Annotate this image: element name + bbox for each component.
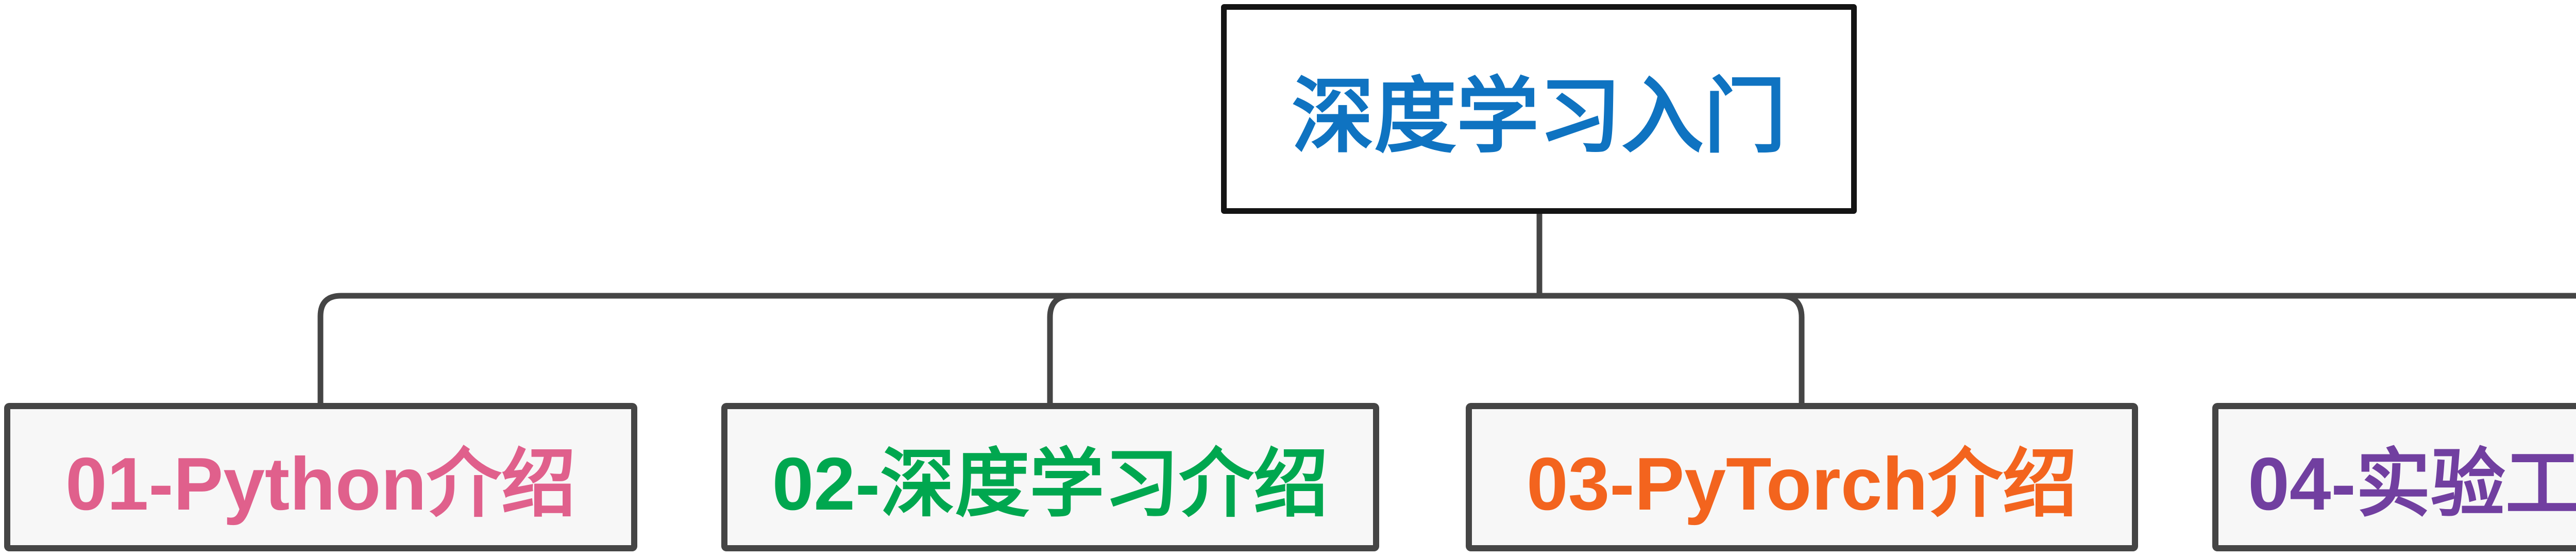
child-node-experiment-methods-label: 04-实验工程方法与规范 [2248, 442, 2576, 526]
connector-drop-child-2 [1047, 293, 1072, 405]
child-node-experiment-methods[interactable]: 04-实验工程方法与规范 [2212, 403, 2576, 551]
connector-drop-child-3 [1780, 293, 1805, 405]
child-node-pytorch-label: 03-PyTorch介绍 [1527, 442, 2077, 526]
child-node-pytorch[interactable]: 03-PyTorch介绍 [1466, 403, 2138, 551]
connector-rail [317, 293, 2576, 405]
child-node-deep-learning[interactable]: 02-深度学习介绍 [721, 403, 1379, 551]
root-node-label: 深度学习入门 [1291, 70, 1786, 162]
root-node[interactable]: 深度学习入门 [1221, 4, 1857, 214]
child-node-deep-learning-label: 02-深度学习介绍 [772, 442, 1329, 526]
child-node-python[interactable]: 01-Python介绍 [4, 403, 637, 551]
child-node-python-label: 01-Python介绍 [65, 442, 576, 526]
